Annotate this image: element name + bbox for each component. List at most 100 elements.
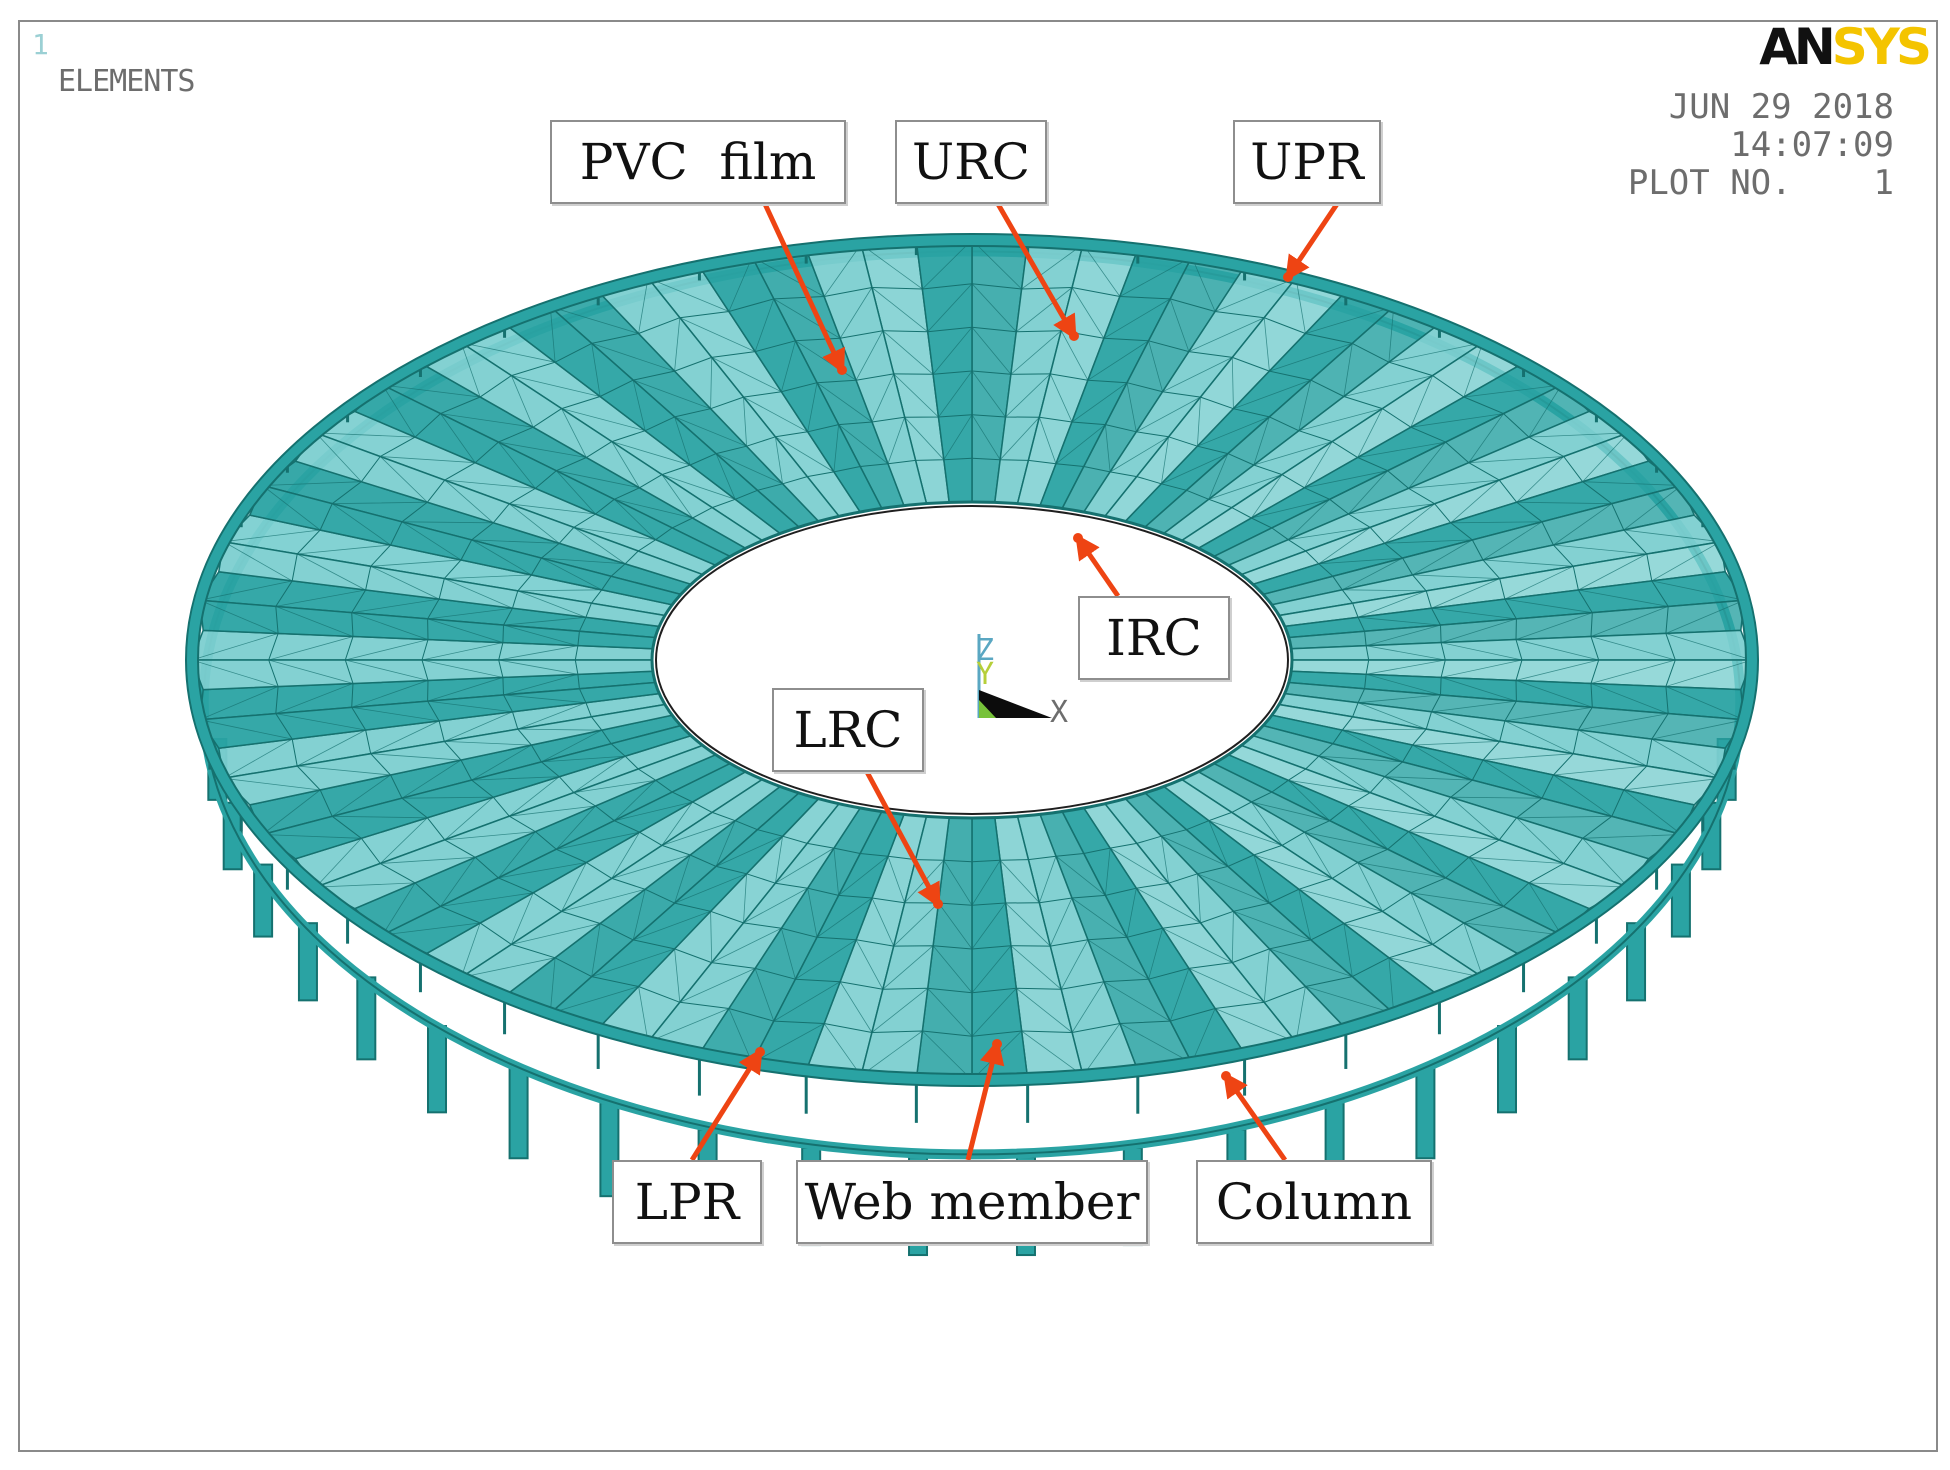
mesh-line (661, 453, 736, 500)
mesh-line (1287, 499, 1371, 541)
plot-date: JUN 29 2018 (1668, 87, 1894, 127)
mesh-line (715, 436, 784, 485)
mesh-line (871, 283, 973, 333)
mesh-line (1231, 910, 1311, 963)
pvc-film-membrane (190, 239, 1754, 1123)
mesh-line (550, 985, 649, 1043)
mesh-line (268, 606, 355, 661)
mesh-line (633, 357, 713, 410)
mesh-line (591, 317, 681, 372)
mesh-line (1577, 713, 1669, 767)
mesh-line (1356, 861, 1446, 912)
mesh-line (1295, 277, 1394, 335)
mesh-line (541, 527, 627, 565)
mesh-line (971, 987, 1073, 1037)
mesh-line (711, 927, 796, 980)
mesh-line (1410, 892, 1504, 945)
mesh-line (297, 765, 392, 817)
arrow-tip-dot (837, 365, 847, 375)
mesh-line (1253, 854, 1333, 904)
arrow-tip-dot (755, 1047, 765, 1057)
column (1496, 1025, 1517, 1114)
mesh-line (421, 618, 505, 661)
label-column: Column (1196, 1160, 1432, 1244)
mesh-line (1515, 815, 1612, 864)
mesh-line (647, 1007, 753, 1064)
mesh-line (573, 499, 657, 541)
label-urc: URC (895, 120, 1047, 204)
mesh-line (1514, 659, 1599, 708)
mesh-line (556, 441, 641, 489)
mesh-line (591, 948, 681, 1003)
mesh-line (1528, 882, 1629, 936)
mesh-line (1039, 417, 1106, 465)
mesh-line (661, 820, 736, 867)
mesh-line (795, 939, 884, 990)
mesh-line (351, 706, 441, 755)
mesh-line (1664, 599, 1753, 661)
mesh-line (421, 659, 505, 702)
label-irc: IRC (1078, 596, 1230, 680)
mesh-line (1622, 485, 1721, 543)
mesh-line (1449, 479, 1543, 524)
mesh-line (1528, 384, 1629, 438)
mesh-line (871, 987, 973, 1037)
mesh-line (1411, 741, 1500, 781)
mesh-line (199, 541, 294, 601)
mesh-line (1169, 967, 1265, 1022)
arrow-lpr (689, 1047, 763, 1162)
mesh-line (1410, 375, 1504, 428)
label-pvc-film: PVC film (550, 120, 846, 204)
callout-arrows (689, 202, 1340, 1162)
mesh-line (1514, 612, 1599, 661)
mesh-line (498, 659, 579, 696)
arrow-column (1223, 1071, 1288, 1162)
mesh-line (1343, 343, 1433, 398)
arrow-tip-dot (1073, 533, 1083, 543)
mesh-line (1463, 342, 1562, 398)
mesh-line (1105, 847, 1169, 896)
mesh-line (1342, 728, 1427, 763)
mesh-line (1357, 590, 1441, 626)
mesh-line (401, 796, 495, 841)
mesh-line (775, 424, 839, 473)
mesh-line (262, 432, 363, 486)
mesh-line (498, 861, 588, 912)
mesh-line (674, 397, 748, 447)
mesh-line (498, 408, 588, 459)
mesh-line (614, 801, 694, 846)
mesh-line (1589, 659, 1676, 714)
mesh-line (1439, 659, 1523, 702)
mesh-line (444, 831, 537, 879)
mesh-line (611, 416, 691, 466)
mesh-line (1467, 856, 1564, 907)
mesh-line (370, 521, 463, 567)
mesh-line (679, 298, 775, 353)
mesh-line (275, 553, 367, 607)
mesh-line (1650, 719, 1745, 779)
mesh-line (1515, 456, 1612, 505)
mesh-line (1169, 298, 1265, 353)
mesh-line (1250, 801, 1330, 846)
plot-no-label: PLOT NO. (1627, 163, 1792, 203)
mesh-line (1317, 527, 1403, 565)
mesh-line (633, 910, 713, 963)
mesh-line (1196, 397, 1270, 447)
mesh-line (509, 470, 597, 515)
mesh-line (1060, 330, 1149, 381)
mesh-line (1250, 474, 1330, 519)
mesh-line (674, 873, 748, 923)
mesh-line (461, 957, 556, 1014)
mesh-line (1263, 317, 1353, 372)
mesh-line (1208, 820, 1283, 867)
mesh-line (1581, 834, 1682, 888)
plot-number-row: PLOT NO. 1 (1628, 164, 1894, 202)
mesh-line (382, 922, 481, 978)
mesh-line (561, 888, 646, 940)
mesh-line (1357, 694, 1441, 730)
mesh-line (971, 859, 1040, 906)
upper-perimeter-ring-band (186, 234, 1758, 1086)
inner-ring-cable (650, 500, 1294, 820)
mesh-line (1407, 441, 1500, 489)
